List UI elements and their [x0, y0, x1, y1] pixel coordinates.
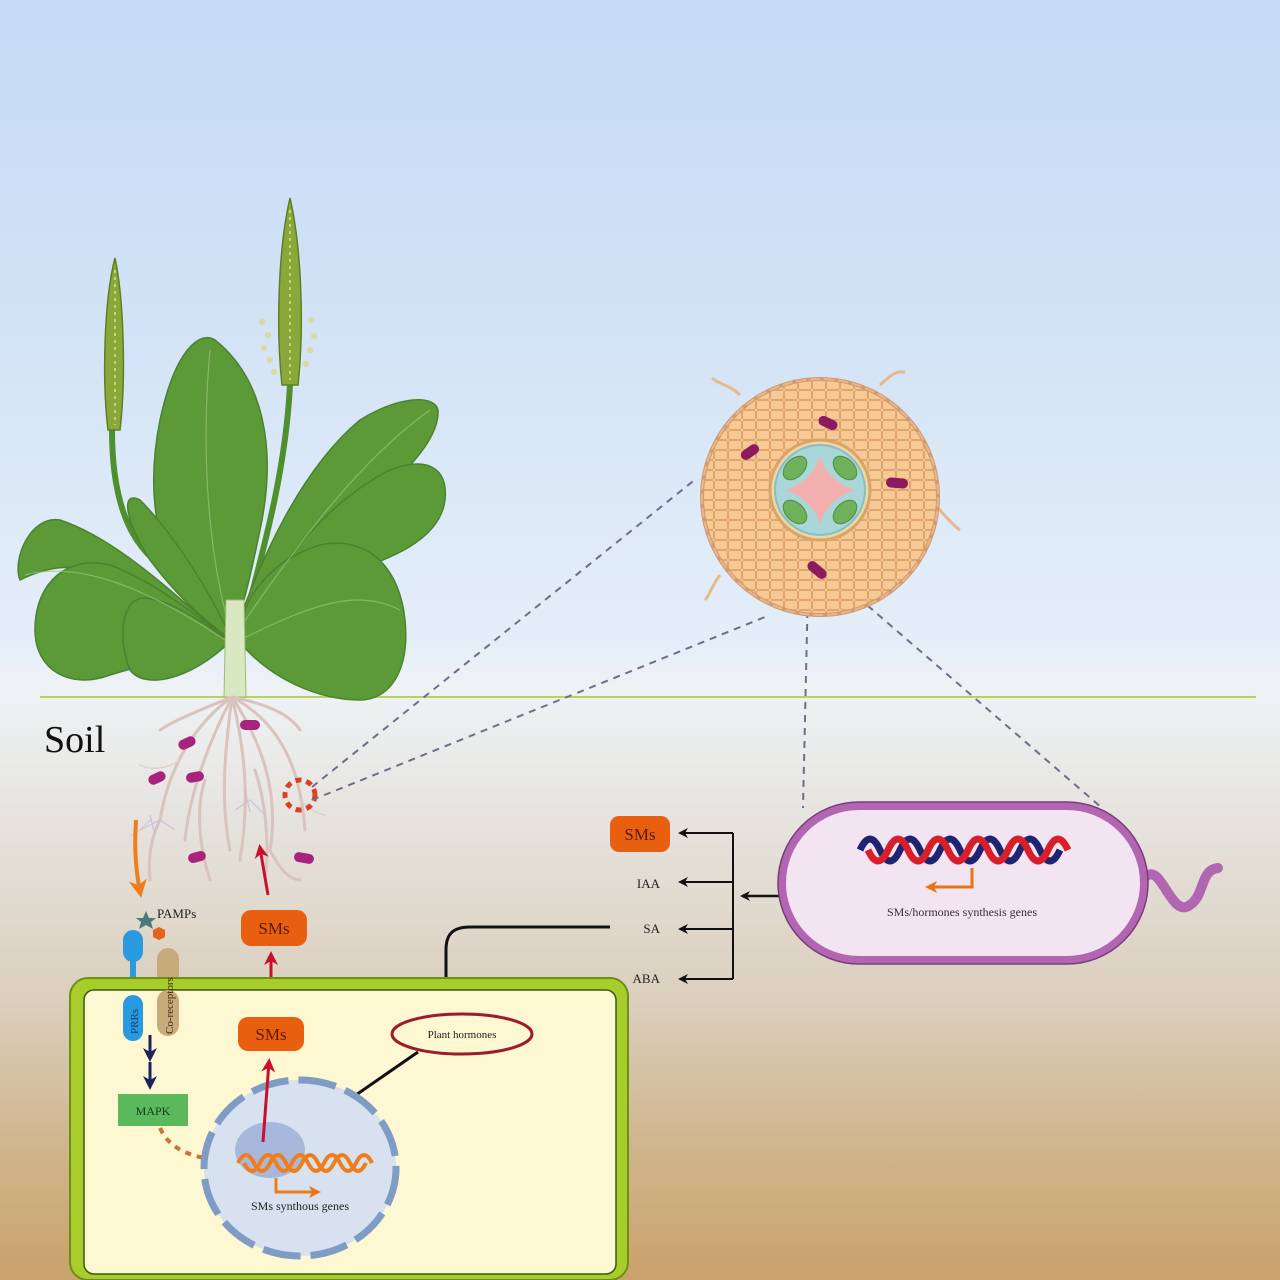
- red-arrow-to-roots: [254, 844, 270, 896]
- bacterial-gene-label: SMs/hormones synthesis genes: [887, 905, 1037, 919]
- flagellum: [1138, 863, 1223, 913]
- cross-section-endophytes: [740, 415, 908, 579]
- coreceptors-label-overlay: Co-receptors: [164, 977, 176, 1034]
- root-zoom-highlight: [282, 777, 318, 813]
- leaf: [237, 542, 407, 701]
- pamp-star-icon: [136, 911, 156, 929]
- pamp-hexagon-icon: [153, 927, 165, 940]
- mapk-box: [118, 1094, 188, 1126]
- zoom-guide-lines: [311, 477, 1103, 809]
- nucleus-gene-label: SMs synthous genes: [251, 1199, 349, 1213]
- sms-secreted: SMs: [241, 844, 307, 1000]
- bacterial-output-iaa: IAA: [637, 876, 661, 891]
- plant-dna-helix: [236, 1153, 368, 1173]
- leaf: [126, 497, 234, 643]
- plant-hormones-ellipse: [390, 1012, 534, 1056]
- sms-inside-label: SMs: [255, 1025, 286, 1044]
- nucleus-promoter-arrow: [274, 1178, 321, 1198]
- leaf: [122, 597, 232, 681]
- flower-spike-left: [103, 257, 125, 431]
- nucleus: SMs synthous genes: [200, 1058, 400, 1260]
- bacterial-dna-helix: [856, 835, 1072, 865]
- flower-spike-right: [259, 197, 317, 386]
- sms-bacterial-box: [610, 816, 670, 852]
- prrs-label-overlay: PRRs: [129, 1009, 141, 1034]
- pamps-label: PAMPs: [157, 906, 196, 921]
- prr-receptor-head: [123, 930, 143, 962]
- mapk-label: MAPK: [136, 1104, 171, 1118]
- sms-outside-label: SMs: [258, 919, 289, 938]
- soil-label: Soil: [44, 719, 105, 761]
- bacterium-outputs: SMs IAA SA ABA: [441, 816, 830, 1002]
- endophytic-bacterium: SMs/hormones synthesis genes: [777, 801, 1223, 965]
- plantain-plant: [17, 197, 447, 701]
- bacterial-output-sa: SA: [643, 921, 660, 936]
- plant-hormones-label: Plant hormones: [428, 1029, 497, 1041]
- orange-arrow-to-pamps: [128, 819, 147, 898]
- bacterial-output-sms: SMs: [624, 825, 655, 844]
- root-endophytes: [148, 720, 314, 864]
- bacterial-promoter-arrow: [925, 868, 974, 893]
- root-cross-section: [700, 370, 961, 617]
- plant-stem-base: [223, 599, 247, 698]
- root-hairs: [139, 789, 266, 836]
- root-system: [129, 695, 326, 882]
- bacterial-output-aba: ABA: [633, 971, 661, 986]
- sms-inside-box: [238, 1017, 304, 1051]
